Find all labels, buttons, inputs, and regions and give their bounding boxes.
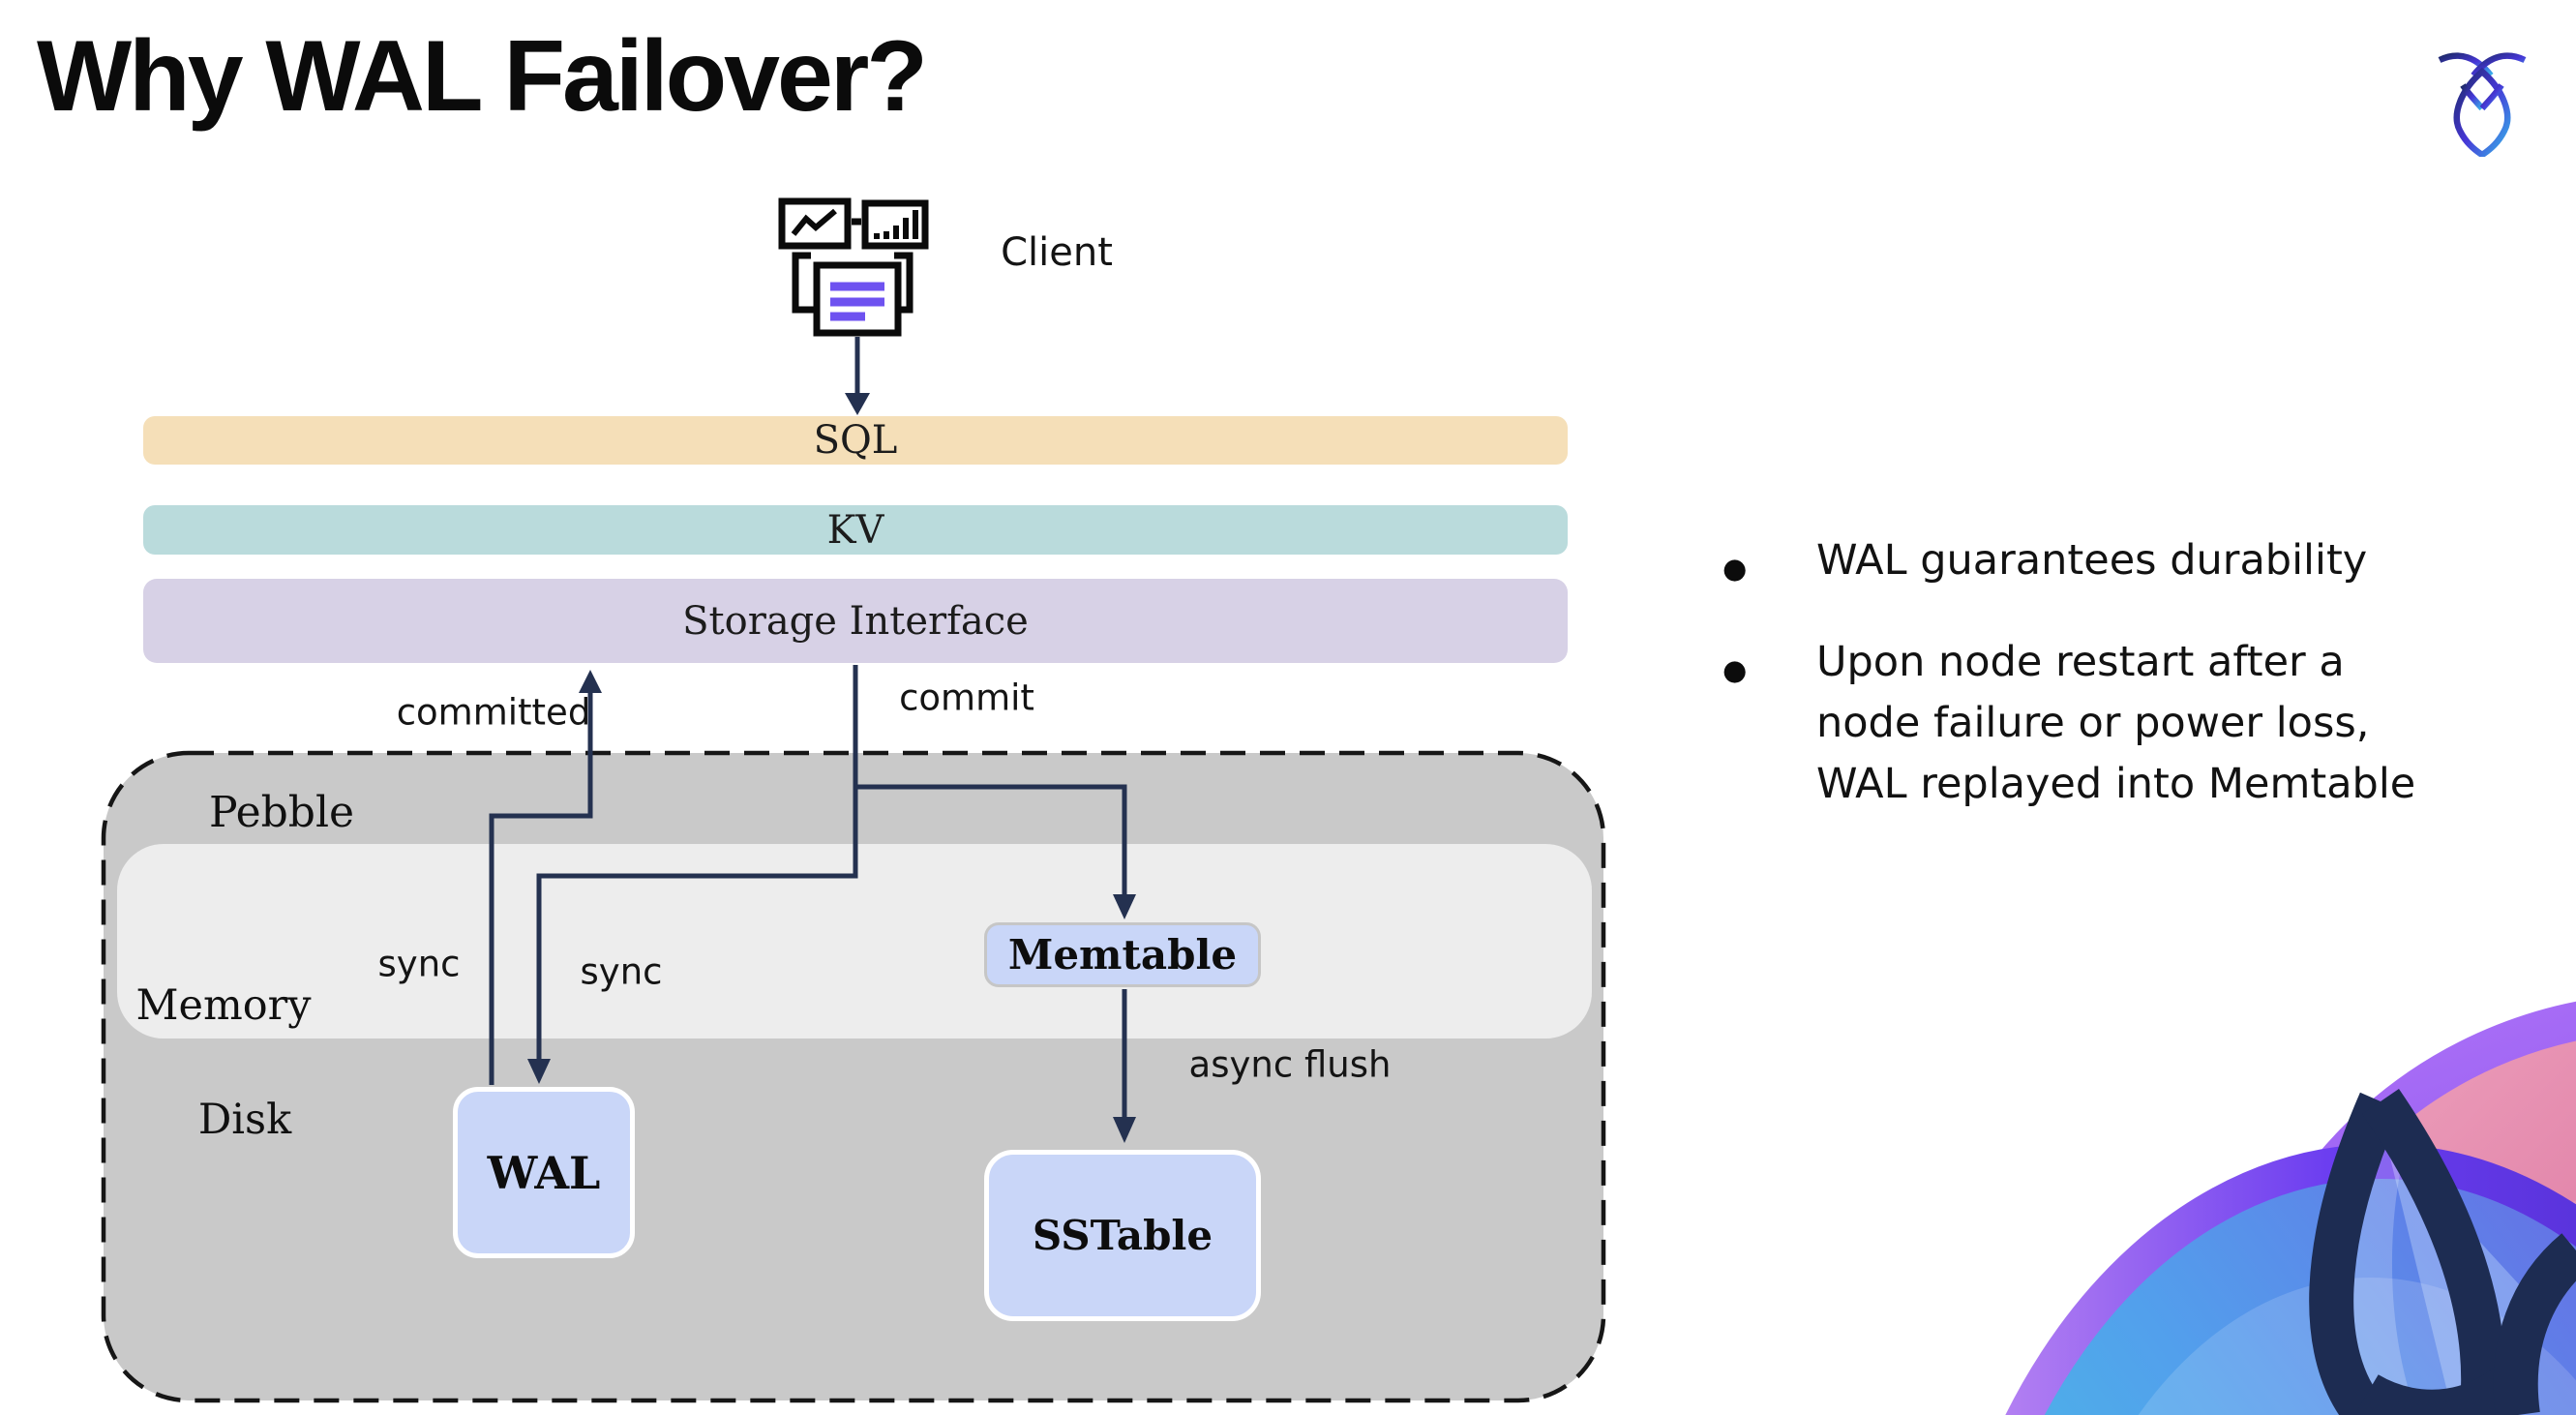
edge-commit-memtable — [855, 784, 1136, 919]
bullet-item: Upon node restart after a node failure o… — [1721, 632, 2524, 815]
layer-storage-interface: Storage Interface — [143, 579, 1568, 663]
layer-storage-interface-label: Storage Interface — [682, 598, 1029, 644]
page-title: Why WAL Failover? — [37, 20, 928, 133]
edge-memtable-sstable — [1113, 989, 1136, 1143]
edge-commit-wal — [527, 665, 858, 1084]
client-icon — [778, 197, 929, 337]
memory-band — [117, 844, 1592, 1039]
node-wal: WAL — [453, 1087, 635, 1258]
brand-graphic — [2005, 1001, 2576, 1415]
bullet-list: WAL guarantees durability Upon node rest… — [1721, 530, 2524, 815]
edge-label-sync-left: sync — [377, 943, 461, 985]
node-memtable: Memtable — [984, 922, 1261, 987]
layer-kv: KV — [143, 505, 1568, 555]
edge-client-sql — [845, 337, 870, 415]
memory-zone-label: Memory — [135, 981, 312, 1030]
edge-label-commit: commit — [899, 677, 1034, 719]
edge-label-async-flush: async flush — [1188, 1043, 1392, 1086]
edge-committed — [489, 670, 602, 1085]
layer-sql: SQL — [143, 416, 1568, 465]
edge-label-sync-right: sync — [580, 950, 663, 993]
edge-label-committed: committed — [396, 691, 591, 734]
pebble-label: Pebble — [208, 788, 355, 837]
node-sstable: SSTable — [984, 1150, 1261, 1321]
layer-sql-label: SQL — [813, 418, 898, 463]
layer-kv-label: KV — [826, 507, 884, 553]
cockroachdb-logo-icon — [2438, 52, 2527, 157]
disk-zone-label: Disk — [197, 1096, 292, 1144]
bullet-item: WAL guarantees durability — [1721, 530, 2524, 599]
client-label: Client — [1001, 230, 1113, 275]
